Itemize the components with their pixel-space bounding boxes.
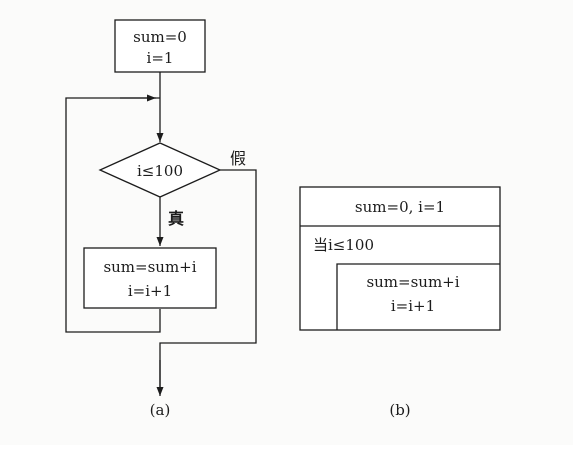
body-box [83, 247, 217, 309]
nsd-loop-condition-text: 当i≤100 [313, 236, 374, 254]
nsd-frame [299, 186, 501, 331]
init-box [114, 19, 206, 73]
nsd-body-sum-text: sum=sum+i [366, 273, 459, 291]
caption-a: (a) [150, 401, 171, 419]
flowchart-a: sum=0 i=1 i≤100 假 真 sum=sum+i i=i+1 (a) [65, 19, 257, 419]
true-label: 真 [168, 209, 184, 228]
false-label: 假 [230, 149, 246, 168]
caption-b: (b) [389, 401, 410, 419]
decision-condition-text: i≤100 [137, 162, 183, 180]
nsd-body-i-text: i=i+1 [391, 297, 435, 315]
body-i-text: i=i+1 [128, 282, 172, 300]
init-sum-text: sum=0 [133, 28, 187, 46]
init-i-text: i=1 [147, 49, 174, 67]
nsd-b: sum=0, i=1 当i≤100 sum=sum+i i=i+1 (b) [299, 186, 501, 419]
false-branch-line [159, 169, 257, 388]
loop-back-line [65, 97, 161, 333]
nsd-init-text: sum=0, i=1 [355, 198, 445, 216]
body-sum-text: sum=sum+i [103, 258, 196, 276]
nsd-body-border [336, 263, 500, 330]
